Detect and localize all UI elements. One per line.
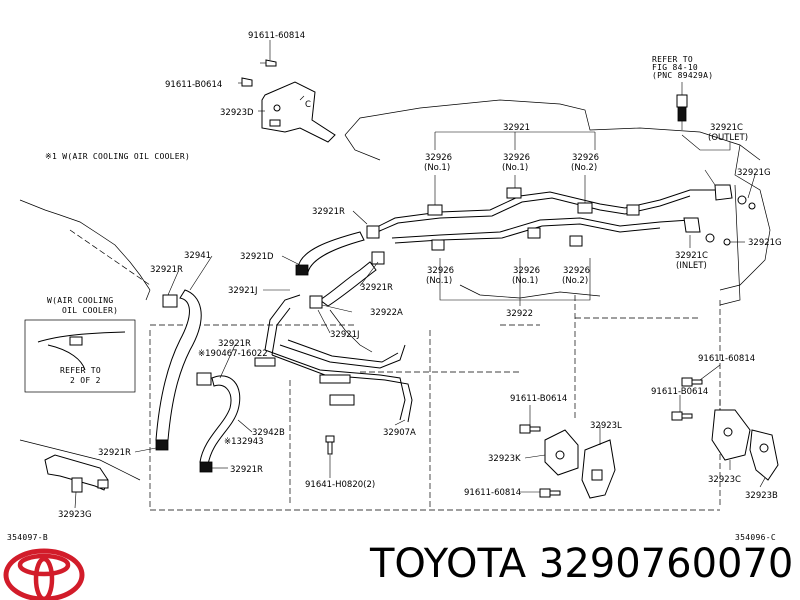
label-32926-no: (No.1) — [424, 163, 450, 173]
label-32942b: 32942B — [252, 428, 285, 438]
label-32921g: 32921G — [748, 238, 782, 248]
svg-text:C: C — [305, 100, 311, 110]
label-32926: 32926 — [563, 266, 590, 276]
inset-box — [24, 319, 136, 393]
pipe-32921 — [374, 189, 715, 244]
hose-32942b — [196, 372, 241, 473]
label-32926-no: (No.1) — [426, 276, 452, 286]
bracket-32923k — [544, 429, 579, 476]
sensor-icon — [676, 94, 688, 130]
hose-32921d — [295, 225, 380, 276]
labels: 91611-60814 91611-B0614 32923D 32921 329… — [7, 31, 782, 542]
toyota-logo — [3, 548, 85, 600]
inset-refer-1: REFER TO — [60, 366, 101, 375]
hose-32941 — [155, 289, 202, 451]
label-32907a: 32907A — [383, 428, 416, 438]
label-32923k: 32923K — [488, 454, 521, 464]
fitting-32921c — [683, 184, 756, 246]
pipe-32907a — [254, 294, 413, 423]
label-32921r: 32921R — [312, 207, 345, 217]
label-91611-60814: 91611-60814 — [464, 488, 521, 498]
inset-line-2: OIL COOLER) — [62, 306, 118, 315]
label-32943: ※132943 — [224, 437, 264, 447]
label-32921r: 32921R — [230, 465, 263, 475]
label-91611-b0614: 91611-B0614 — [510, 394, 567, 404]
label-32923b: 32923B — [745, 491, 778, 501]
label-91611-b0614: 91611-B0614 — [651, 387, 708, 397]
label-32921r: 32921R — [150, 265, 183, 275]
bracket-32923c — [711, 409, 751, 461]
label-outlet: (OUTLET) — [708, 133, 748, 143]
part-number-title: TOYOTA 3290760070 — [370, 541, 794, 587]
label-91611-60814: 91611-60814 — [698, 354, 755, 364]
label-32926-no: (No.2) — [571, 163, 597, 173]
refer-line-3: (PNC 89429A) — [652, 71, 713, 80]
label-32923d: 32923D — [220, 108, 254, 118]
label-32921d: 32921D — [240, 252, 274, 262]
code-left: 354097-B — [7, 533, 48, 542]
hose-32922a — [309, 251, 385, 309]
bolt-icon — [519, 377, 703, 498]
label-32926: 32926 — [427, 266, 454, 276]
label-32926-no: (No.1) — [502, 163, 528, 173]
label-32941: 32941 — [184, 251, 211, 261]
label-32921r: 32921R — [98, 448, 131, 458]
label-32926: 32926 — [503, 153, 530, 163]
bracket-32923b — [749, 429, 779, 481]
label-32921c-inlet: 32921C — [675, 251, 708, 261]
refer-line-1: REFER TO — [652, 55, 693, 64]
label-32923l: 32923L — [590, 421, 622, 431]
label-32922: 32922 — [506, 309, 533, 319]
bolt-icon — [241, 59, 277, 87]
code-right: 354096-C — [735, 533, 776, 542]
label-190467-16022: ※190467-16022 — [198, 349, 268, 359]
clamp-32926 — [427, 187, 640, 251]
label-32923g: 32923G — [58, 510, 92, 520]
label-32921r: 32921R — [218, 339, 251, 349]
label-32921j: 32921J — [228, 286, 258, 296]
leader-lines — [74, 40, 766, 509]
inset-refer-2: 2 OF 2 — [70, 376, 101, 385]
label-32926: 32926 — [513, 266, 540, 276]
bolt-91641 — [325, 435, 335, 455]
label-32926: 32926 — [572, 153, 599, 163]
label-inlet: (INLET) — [676, 261, 707, 271]
bracket-32923g — [44, 454, 109, 493]
label-32921g: 32921G — [737, 168, 771, 178]
note-1: ※1 W(AIR COOLING OIL COOLER) — [45, 152, 190, 161]
bracket-32923l — [581, 439, 616, 499]
label-91641-h0820: 91641-H0820(2) — [305, 480, 375, 490]
label-32926-no: (No.2) — [562, 276, 588, 286]
label-32921: 32921 — [503, 123, 530, 133]
label-32921c-outlet: 32921C — [710, 123, 743, 133]
label-32922a: 32922A — [370, 308, 403, 318]
label-91611-b0614-top: 91611-B0614 — [165, 80, 222, 90]
body-outline — [19, 99, 771, 511]
inset-line-1: W(AIR COOLING — [47, 296, 114, 305]
label-32923c: 32923C — [708, 475, 741, 485]
label-91611-60814-top: 91611-60814 — [248, 31, 305, 41]
label-32921j: 32921J — [330, 330, 360, 340]
bracket-32923d: C — [261, 81, 336, 143]
refer-line-2: FIG 84-10 — [652, 63, 698, 72]
label-32926: 32926 — [425, 153, 452, 163]
label-32921r: 32921R — [360, 283, 393, 293]
label-32926-no: (No.1) — [512, 276, 538, 286]
